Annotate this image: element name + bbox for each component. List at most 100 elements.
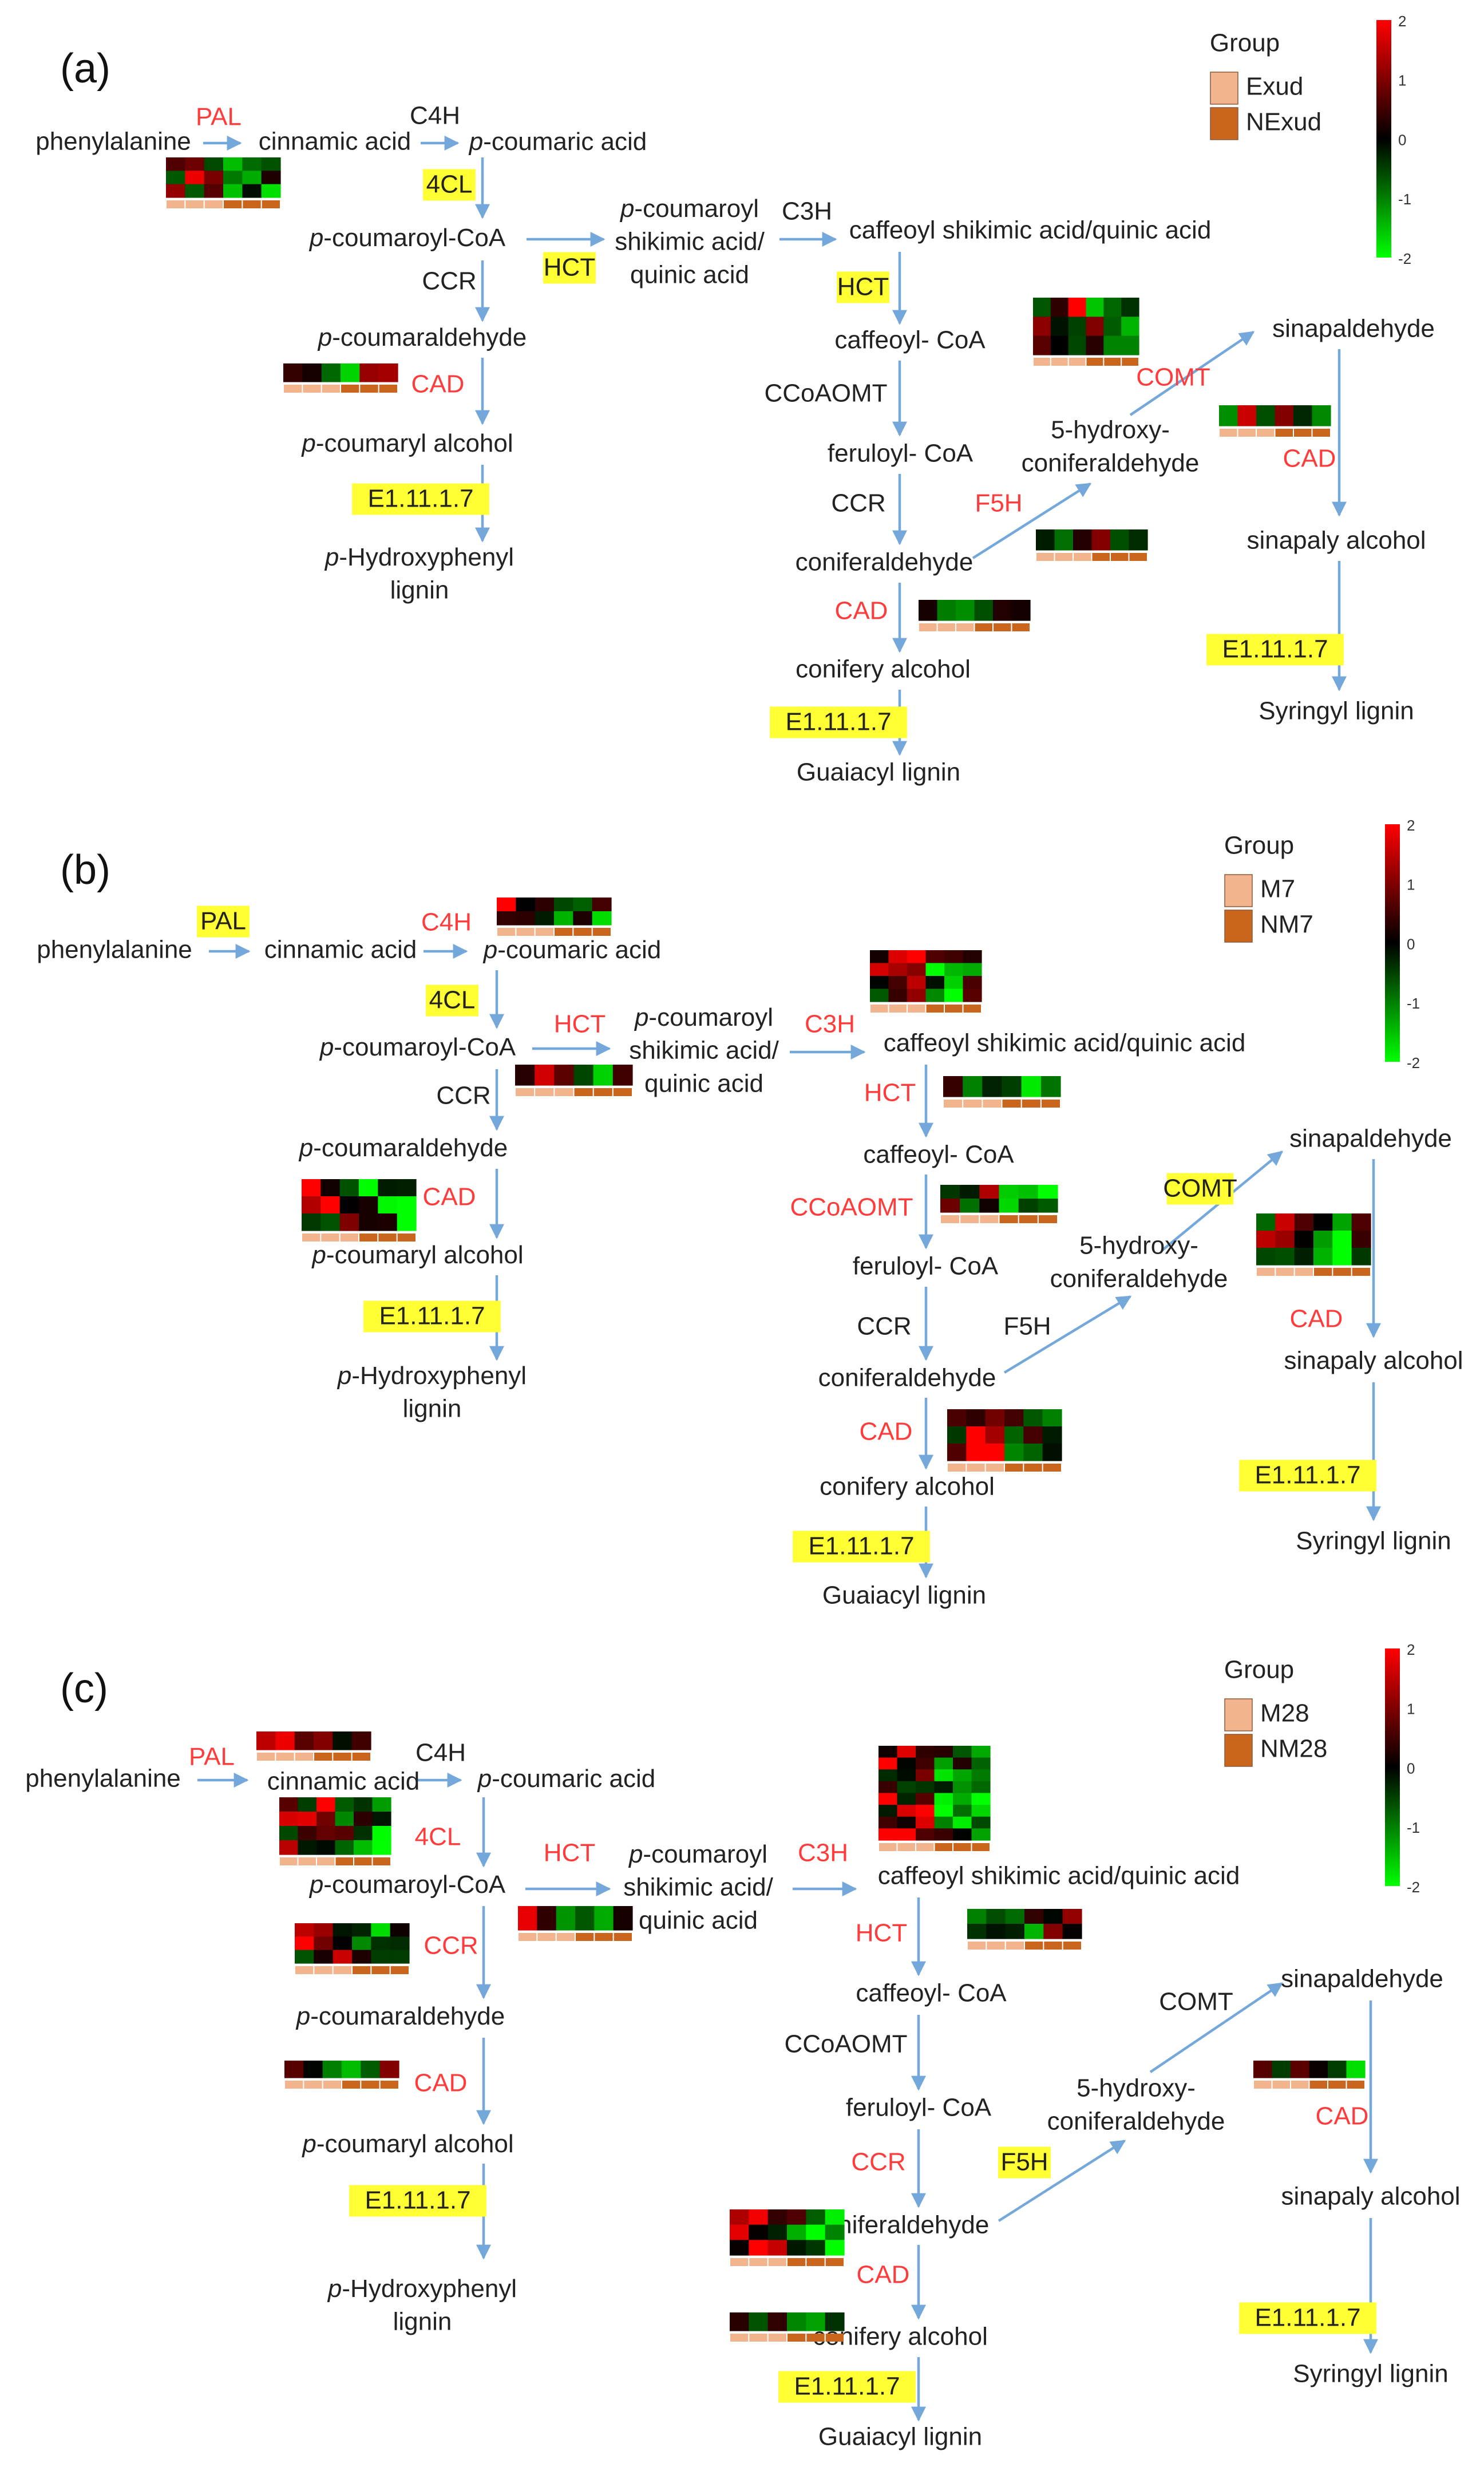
metabolite-pca: p-coumaric acid — [468, 128, 647, 156]
heatmap-cell — [378, 1196, 398, 1214]
heatmap-cell — [878, 1757, 898, 1770]
metabolite-pcs-line-3: quinic acid — [639, 1907, 758, 1935]
enzyme-e2-label: E1.11.1.7 — [794, 2373, 900, 2401]
enzyme-4cl-label: 4CL — [415, 1823, 461, 1851]
heatmap-cell — [352, 1923, 371, 1937]
heatmap-cell — [1313, 1213, 1333, 1231]
heatmap-cell — [1040, 1076, 1061, 1097]
heatmap-cell — [390, 1936, 410, 1951]
group-bar-cell — [1314, 1268, 1332, 1276]
heatmap-cell — [341, 363, 360, 382]
group-bar-cell — [963, 1100, 982, 1108]
heatmap-cell — [535, 1065, 555, 1086]
heatmap-cell — [359, 1179, 378, 1197]
group-bar-cell — [1019, 1215, 1038, 1223]
group-bar-cell — [825, 2258, 844, 2266]
group-swatch-1 — [1224, 1698, 1253, 1731]
heatmap-cell — [963, 963, 982, 976]
expression-heatmap-5 — [967, 1909, 1082, 1950]
heatmap-cell — [518, 1906, 537, 1931]
heatmap-cell — [535, 898, 555, 912]
metabolite-hca-line-1: 5-hydroxy- — [1051, 416, 1170, 444]
heatmap-cell — [372, 1797, 391, 1812]
enzyme-c4h-label: C4H — [421, 908, 472, 936]
enzyme-ccr1-label: CCR — [436, 1082, 490, 1110]
heatmap-cell — [974, 600, 994, 621]
heatmap-cell — [1256, 405, 1276, 426]
group-bar-cell — [373, 1857, 390, 1865]
arrow-conald-to-hca — [998, 2140, 1126, 2222]
heatmap-cell — [1086, 317, 1104, 337]
heatmap-cell — [354, 1840, 373, 1855]
group-bar-cell — [1086, 358, 1103, 366]
metabolite-pcs-line-2: shikimic acid/ — [623, 1873, 773, 1901]
heatmap-cell — [372, 1840, 391, 1855]
heatmap-cell — [916, 1769, 935, 1782]
heatmap-cell — [934, 1828, 953, 1841]
group-bar-cell — [953, 1843, 971, 1851]
heatmap-cell — [302, 1179, 321, 1197]
color-scale-tick: -2 — [1407, 1054, 1420, 1072]
heatmap-cell — [870, 950, 889, 964]
heatmap-cell — [204, 184, 224, 198]
color-scale-tick: 0 — [1398, 131, 1406, 148]
heatmap-cell — [303, 2061, 323, 2078]
group-bar-cell — [314, 1966, 333, 1974]
enzyme-hct2-label: HCT — [864, 1079, 916, 1107]
enzyme-e1-label: E1.11.1.7 — [379, 1302, 485, 1330]
heatmap-cell — [934, 1769, 953, 1782]
group-bar-cell — [335, 1857, 353, 1865]
heatmap-cell — [947, 1426, 967, 1444]
heatmap-cell — [1086, 298, 1104, 317]
enzyme-e3-label: E1.11.1.7 — [1222, 635, 1328, 663]
heatmap-cell — [749, 2224, 769, 2240]
group-bar-cell — [825, 2334, 844, 2342]
heatmap-cell — [275, 1731, 295, 1750]
heatmap-cell — [940, 1199, 960, 1213]
heatmap-cell — [1038, 1199, 1058, 1213]
heatmap-cell — [1275, 1248, 1295, 1266]
heatmap-cell — [352, 1950, 371, 1964]
heatmap-cell — [953, 1746, 972, 1758]
group-swatch-1 — [1224, 874, 1253, 907]
heatmap-cell — [749, 2209, 769, 2225]
group-bar-cell — [937, 623, 955, 631]
expression-heatmap-4 — [1219, 405, 1331, 437]
group-bar-cell — [1024, 1464, 1042, 1472]
metabolite-pcald: p-coumaraldehyde — [317, 323, 527, 351]
heatmap-cell — [283, 363, 303, 382]
group-bar-cell — [1034, 358, 1050, 366]
heatmap-cell — [302, 363, 322, 382]
group-name-1: M7 — [1260, 875, 1295, 903]
group-bar-cell — [204, 200, 223, 208]
metabolite-conalc: conifery alcohol — [796, 655, 971, 683]
group-bar-cell — [516, 928, 535, 936]
heatmap-cell — [554, 898, 573, 912]
metabolite-hca-line-1: 5-hydroxy- — [1077, 2074, 1196, 2102]
heatmap-cell — [749, 2240, 769, 2256]
metabolite-caf: caffeoyl shikimic acid/quinic acid — [884, 1029, 1246, 1057]
heatmap-cell — [1004, 1444, 1024, 1461]
group-bar-cell — [1275, 429, 1293, 437]
heatmap-cell — [953, 1793, 972, 1805]
color-scale-bar — [1376, 20, 1391, 258]
heatmap-cell — [1004, 1426, 1024, 1444]
heatmap-cell — [397, 1179, 417, 1197]
heatmap-cell — [1042, 1444, 1062, 1461]
group-swatch-2 — [1224, 1734, 1253, 1767]
group-bar-cell — [1006, 1942, 1024, 1950]
heatmap-cell — [335, 1812, 354, 1826]
heatmap-cell — [907, 976, 927, 990]
heatmap-cell — [1011, 600, 1031, 621]
heatmap-cell — [573, 1065, 594, 1086]
enzyme-pal-label: PAL — [189, 1743, 235, 1771]
enzyme-pal-highlight — [197, 906, 250, 938]
heatmap-cell — [354, 1826, 373, 1841]
enzyme-comt-highlight — [1166, 1173, 1234, 1205]
color-scale-bar — [1385, 824, 1400, 1062]
group-bar-cell — [390, 1966, 409, 1974]
heatmap-cell — [878, 1746, 898, 1758]
heatmap-cell — [279, 1840, 299, 1855]
